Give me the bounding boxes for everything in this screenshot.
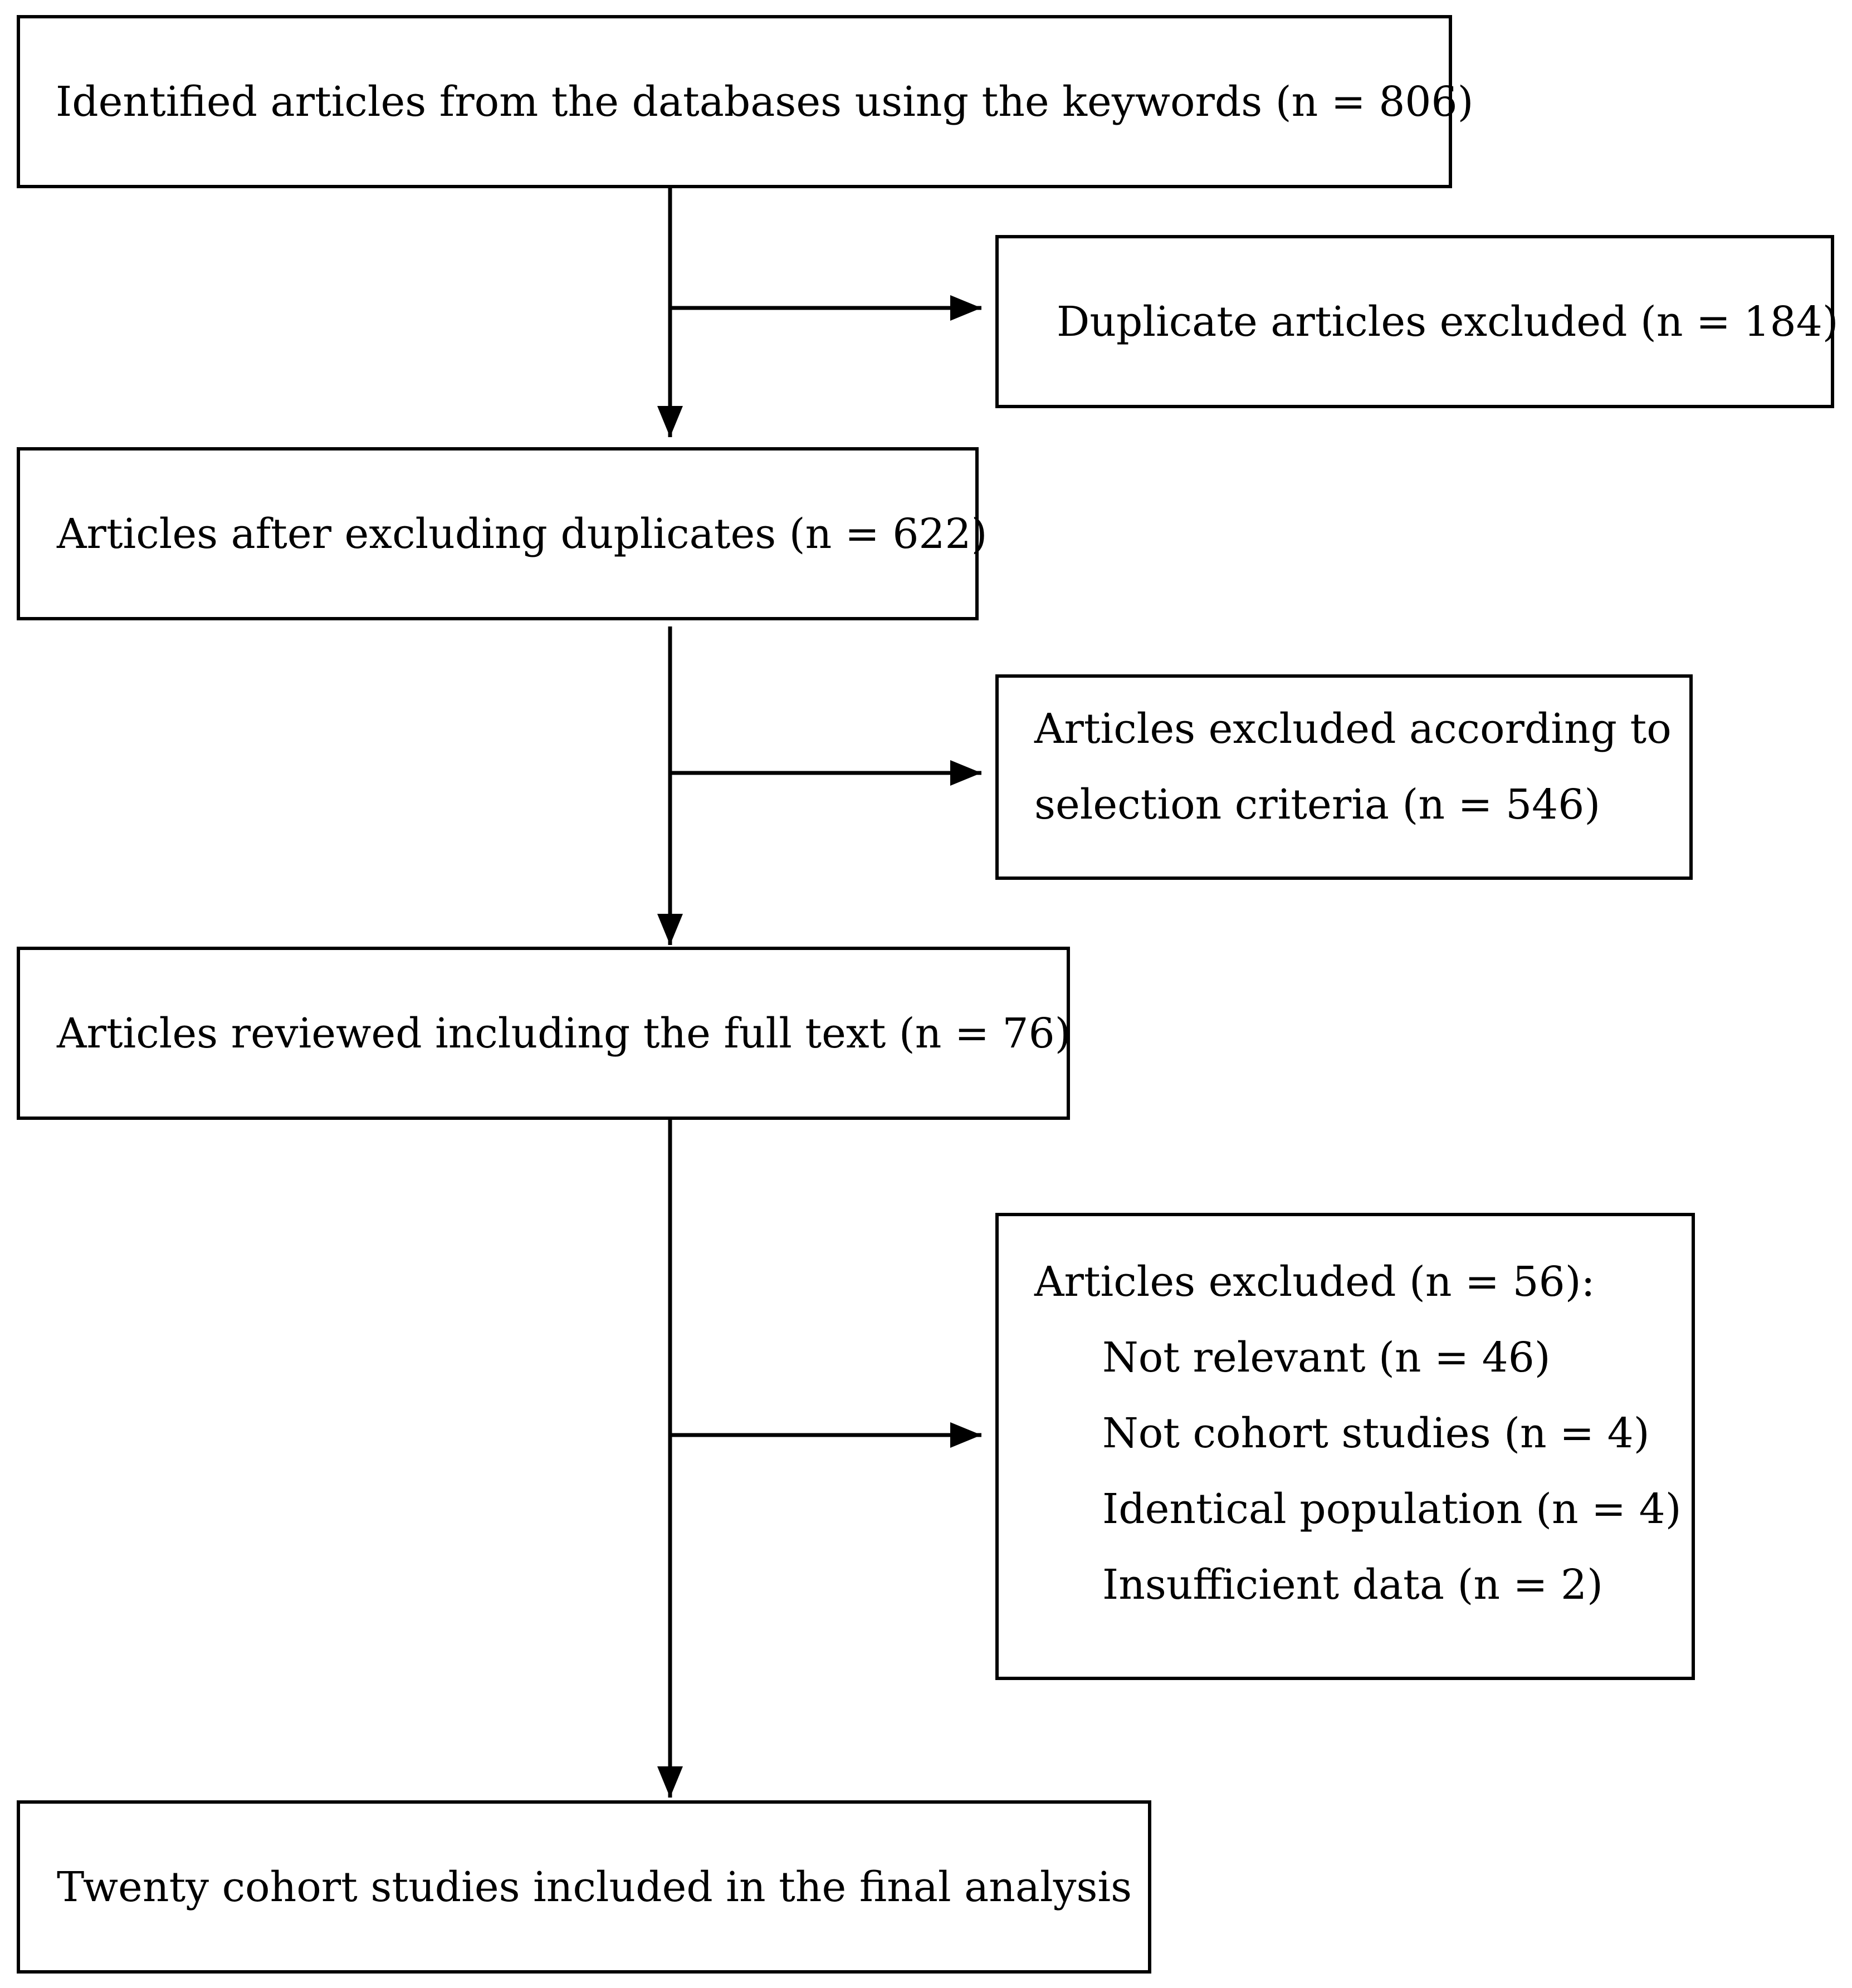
after-duplicates-label: Articles after excluding duplicates (n =… (57, 510, 988, 558)
identified-articles-label: Identified articles from the databases u… (56, 77, 1474, 126)
exclusion-reason-item: Not cohort studies (n = 4) (1102, 1409, 1650, 1457)
final-analysis-label: Twenty cohort studies included in the fi… (57, 1863, 1132, 1911)
criteria-excluded-box: Articles excluded according to selection… (995, 674, 1693, 880)
full-text-reviewed-label: Articles reviewed including the full tex… (57, 1009, 1071, 1057)
criteria-excluded-line-2: selection criteria (n = 546) (1034, 781, 1601, 829)
full-text-reviewed-box: Articles reviewed including the full tex… (17, 947, 1071, 1120)
criteria-excluded-line-1: Articles excluded according to (1034, 705, 1672, 753)
duplicates-excluded-label: Duplicate articles excluded (n = 184) (1057, 297, 1839, 346)
exclusion-reason-item: Not relevant (n = 46) (1102, 1334, 1551, 1382)
identified-articles-box: Identified articles from the databases u… (17, 15, 1473, 188)
duplicates-excluded-box: Duplicate articles excluded (n = 184) (995, 235, 1839, 408)
full-text-excluded-box: Articles excluded (n = 56): Not relevant… (995, 1213, 1695, 1680)
exclusion-reason-item: Insufficient data (n = 2) (1102, 1561, 1603, 1609)
final-analysis-box: Twenty cohort studies included in the fi… (17, 1800, 1151, 1974)
exclusion-reason-item: Identical population (n = 4) (1102, 1485, 1682, 1533)
full-text-excluded-heading: Articles excluded (n = 56): (1034, 1258, 1595, 1306)
after-duplicates-box: Articles after excluding duplicates (n =… (17, 447, 987, 620)
